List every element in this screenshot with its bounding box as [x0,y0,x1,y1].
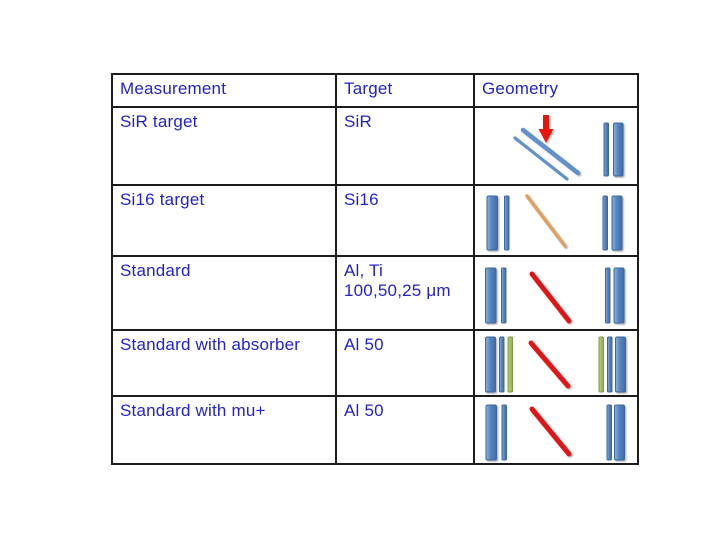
detector-bar-thin-left [504,195,510,251]
detector-bar-thin-right [602,195,608,251]
measurement-text: Standard with mu+ [120,401,266,420]
detector-bar-wide-left [485,336,496,393]
detector-bar-thin-left [501,267,507,324]
header-geometry: Geometry [473,73,639,108]
cell-geometry-standard [473,255,639,331]
cell-geometry-si16 [473,184,639,257]
header-target-label: Target [344,79,393,98]
detector-bar-wide-left [485,267,497,324]
table-row-standard-mu: Standard with mu+ Al 50 [111,395,639,465]
geometry-diagram-sir [513,115,624,181]
detector-bar-wide-right [615,336,626,393]
absorber-bar-right [598,336,604,393]
detector-bar-wide-right [613,267,625,324]
target-text: Si16 [344,190,379,209]
geometry-diagram-standard [485,267,625,324]
detector-bar-thin-left [499,336,505,393]
cell-target-standard: Al, Ti 100,50,25 μm [335,255,475,331]
geometry-diagram-si16 [486,194,623,251]
detector-bar-wide-left [486,195,498,251]
beam-arrow-icon [538,115,554,143]
cell-geometry-mu [473,395,639,465]
target-text: SiR [344,112,372,131]
measurement-text: SiR target [120,112,198,131]
table-row-standard: Standard Al, Ti 100,50,25 μm [111,255,639,331]
target-text: Al 50 [344,401,384,420]
detector-bar-wide-right [611,195,623,251]
cell-geometry-absorber [473,329,639,397]
detector-bar-thin-right [607,336,613,393]
sir-target-plate-lower [513,136,569,181]
target-text: Al 50 [344,335,384,354]
table-row-sir: SiR target SiR [111,106,639,186]
measurement-text: Standard [120,261,191,280]
detector-bar-thin-right [605,267,611,324]
standard-target-line [529,406,572,457]
standard-target-line [529,271,572,324]
detector-bar-thin-left [501,404,507,461]
detector-bar-wide-left [485,404,497,461]
cell-target-sir: SiR [335,106,475,186]
geometry-diagram-absorber [485,336,626,393]
detector-bar-thin-right [606,404,612,461]
cell-target-mu: Al 50 [335,395,475,465]
measurement-text: Si16 target [120,190,205,209]
cell-target-absorber: Al 50 [335,329,475,397]
detector-bar-wide-right [613,122,624,177]
table-header-row: Measurement Target Geometry [111,73,639,108]
measurement-text: Standard with absorber [120,335,301,354]
header-geometry-label: Geometry [482,79,559,98]
table-row-standard-absorber: Standard with absorber Al 50 [111,329,639,397]
sir-target-plate-upper [520,127,581,176]
measurement-table: Measurement Target Geometry SiR target S… [111,73,639,465]
header-measurement: Measurement [111,73,337,108]
detector-bar-thin-right [603,122,609,177]
table-row-si16: Si16 target Si16 [111,184,639,257]
target-text-line1: Al, Ti [344,261,383,280]
standard-target-line [528,340,571,389]
cell-measurement-sir: SiR target [111,106,337,186]
cell-measurement-standard: Standard [111,255,337,331]
cell-measurement-si16: Si16 target [111,184,337,257]
si16-target-line [525,194,567,248]
header-measurement-label: Measurement [120,79,227,98]
cell-geometry-sir [473,106,639,186]
geometry-diagram-mu [485,404,625,461]
target-text-line2: 100,50,25 μm [344,281,451,301]
cell-target-si16: Si16 [335,184,475,257]
cell-measurement-absorber: Standard with absorber [111,329,337,397]
absorber-bar-left [507,336,513,393]
header-target: Target [335,73,475,108]
detector-bar-wide-right [614,404,625,461]
cell-measurement-mu: Standard with mu+ [111,395,337,465]
